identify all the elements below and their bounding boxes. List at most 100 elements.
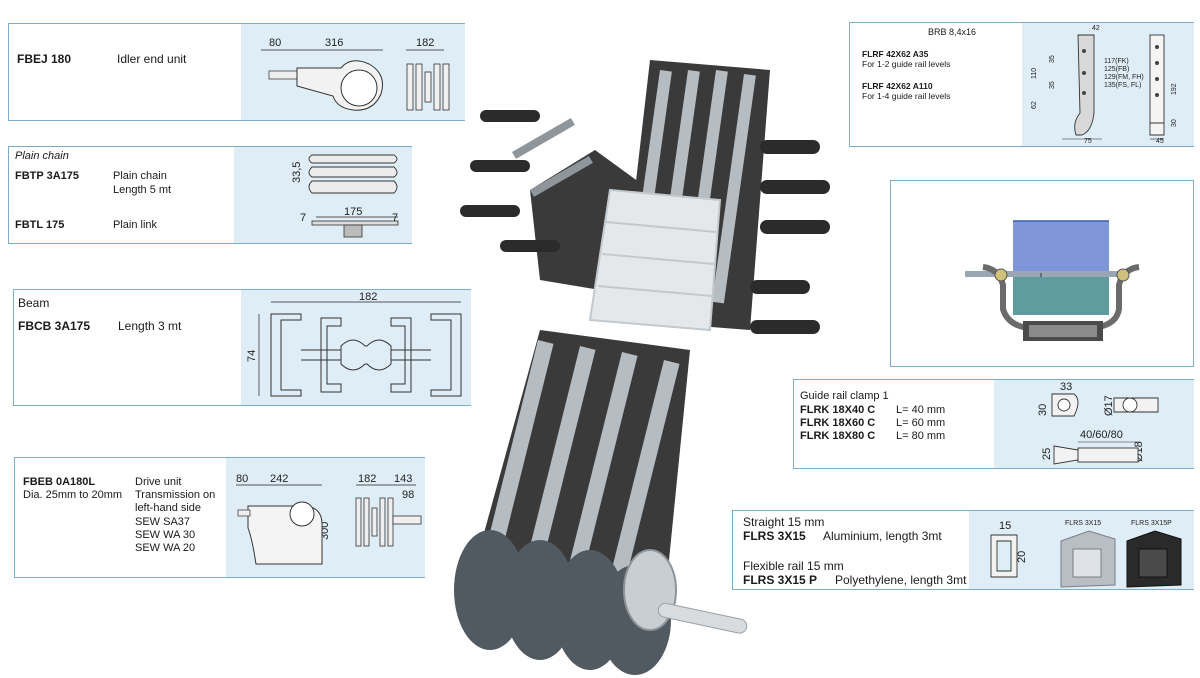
clamp-dim-25: 25 xyxy=(1041,448,1053,460)
idler-dim-2: 316 xyxy=(325,37,343,49)
rail-code-1: FLRS 3X15 xyxy=(743,529,806,543)
bracket-drawing-area: 42 35 110 35 62 117(FK) 125(FB) 129(FM, … xyxy=(1022,23,1194,146)
bracket-dim-42: 42 xyxy=(1092,25,1100,32)
guide-rail-clamp-card: Guide rail clamp 1 FLRK 18X40 C L= 40 mm… xyxy=(793,379,1194,469)
drive-desc-1: Drive unit xyxy=(135,476,182,488)
bracket-dim-75: 75 xyxy=(1084,138,1092,145)
clamp-drawing-area: 33 30 Ø17 40/60/80 25 Ø18 xyxy=(994,380,1194,468)
drive-desc-3: left-hand side xyxy=(135,502,202,514)
conveyor-assembly-illustration xyxy=(454,60,830,675)
bracket-drawing: 42 35 110 35 62 117(FK) 125(FB) 129(FM, … xyxy=(1031,25,1178,145)
bracket-dim-45: 45 xyxy=(1156,138,1164,145)
clamp-row-2-len: L= 60 mm xyxy=(896,417,946,429)
drive-drawing: 80 242 182 143 98 300 xyxy=(236,473,422,565)
idler-drawing: 80 316 182 xyxy=(261,37,450,111)
bracket-dim-117: 117(FK) xyxy=(1104,58,1129,65)
chain-heading: Plain chain xyxy=(15,150,69,162)
rail-line-1: Straight 15 mm xyxy=(743,515,825,529)
idler-dim-3: 182 xyxy=(416,37,434,49)
beam-heading: Beam xyxy=(18,296,50,310)
chain-dim-1: 33,5 xyxy=(291,162,303,183)
drive-dia: Dia. 25mm to 20mm xyxy=(23,489,123,501)
idler-code: FBEJ 180 xyxy=(17,52,72,66)
drive-desc-5: SEW WA 30 xyxy=(135,529,196,541)
beam-drawing-area: 182 74 xyxy=(241,290,471,405)
rail-desc-2: Polyethylene, length 3mt xyxy=(835,573,967,587)
chain-dim-4: 7 xyxy=(392,212,398,224)
clamp-heading: Guide rail clamp 1 xyxy=(800,390,889,402)
drive-unit-card: FBEB 0A180L Dia. 25mm to 20mm Drive unit… xyxy=(14,457,425,578)
rail-dim-20: 20 xyxy=(1016,551,1028,563)
rail-code-2: FLRS 3X15 P xyxy=(743,573,818,587)
bracket-dim-30: 30 xyxy=(1171,119,1178,127)
bracket-dim-129: 129(FM, FH) xyxy=(1104,74,1144,81)
clamp-dim-len: 40/60/80 xyxy=(1080,429,1123,441)
rail-drawing-area: 15 20 FLRS 3X15 FLRS 3X15P xyxy=(969,511,1194,589)
chain-code-1: FBTP 3A175 xyxy=(15,170,79,182)
drive-desc-2: Transmission on xyxy=(135,489,216,501)
chain-drawing-area: 33,5 7 175 7 xyxy=(234,147,412,243)
chain-dim-2: 7 xyxy=(300,212,306,224)
clamp-dim-33: 33 xyxy=(1060,381,1072,393)
drive-dim-1: 80 xyxy=(236,473,248,485)
clamp-dim-d17: Ø17 xyxy=(1103,395,1115,416)
rail-line-2: Flexible rail 15 mm xyxy=(743,559,844,573)
beam-dim-1: 182 xyxy=(359,291,377,303)
clamp-dim-30: 30 xyxy=(1037,404,1049,416)
bracket-dim-135: 135(FS, FL) xyxy=(1104,82,1141,89)
clamp-row-3-len: L= 80 mm xyxy=(896,430,946,442)
beam-desc: Length 3 mt xyxy=(118,319,182,333)
drive-desc-6: SEW WA 20 xyxy=(135,542,196,554)
clamp-row-3-code: FLRK 18X80 C xyxy=(800,430,876,442)
chain-code-2: FBTL 175 xyxy=(15,219,65,231)
rail-desc-1: Aluminium, length 3mt xyxy=(823,529,942,543)
bracket-dim-125: 125(FB) xyxy=(1104,66,1129,73)
chain-drawing: 33,5 7 175 7 xyxy=(291,154,399,238)
drive-dim-2: 242 xyxy=(270,473,288,485)
clamp-row-1-len: L= 40 mm xyxy=(896,404,946,416)
bracket-dim-110: 110 xyxy=(1031,68,1038,79)
idler-dim-1: 80 xyxy=(269,37,281,49)
idler-end-unit-card: FBEJ 180 Idler end unit 80 316 182 xyxy=(8,23,465,121)
drive-code: FBEB 0A180L xyxy=(23,476,96,488)
rail-dim-15: 15 xyxy=(999,520,1011,532)
drive-desc-4: SEW SA37 xyxy=(135,516,191,528)
cross-section-card xyxy=(890,180,1194,367)
clamp-row-2-code: FLRK 18X60 C xyxy=(800,417,876,429)
beam-code: FBCB 3A175 xyxy=(18,319,91,333)
clamp-drawing: 33 30 Ø17 40/60/80 25 Ø18 xyxy=(1037,381,1159,465)
bracket-code-2: FLRF 42X62 A110 xyxy=(862,81,933,91)
drive-dim-3: 182 xyxy=(358,473,376,485)
rail-drawing: 15 20 FLRS 3X15 FLRS 3X15P xyxy=(990,520,1182,588)
plain-chain-card: Plain chain FBTP 3A175 Plain chain Lengt… xyxy=(8,146,412,244)
chain-desc-1a: Plain chain xyxy=(113,170,167,182)
beam-drawing: 182 74 xyxy=(246,291,462,397)
chain-desc-2: Plain link xyxy=(113,219,158,231)
clamp-row-1-code: FLRK 18X40 C xyxy=(800,404,876,416)
bracket-dim-62: 62 xyxy=(1031,101,1038,109)
beam-dim-2: 74 xyxy=(246,350,258,362)
rail-label-b: FLRS 3X15P xyxy=(1131,520,1172,527)
chain-plates xyxy=(588,188,722,332)
drive-dim-5: 98 xyxy=(402,489,414,501)
guide-rail-card: Straight 15 mm FLRS 3X15 Aluminium, leng… xyxy=(732,510,1194,590)
cross-section-drawing xyxy=(965,220,1140,341)
bracket-desc-1: For 1-2 guide rail levels xyxy=(862,59,951,69)
drive-drawing-area: 80 242 182 143 98 300 xyxy=(226,458,425,577)
bracket-code-1: FLRF 42X62 A35 xyxy=(862,49,929,59)
beam-card: Beam FBCB 3A175 Length 3 mt 182 74 xyxy=(13,289,471,406)
idler-drawing-area: 80 316 182 xyxy=(241,24,465,120)
bracket-top-label: BRB 8,4x16 xyxy=(928,27,977,37)
bracket-dim-35a: 35 xyxy=(1049,55,1056,63)
drive-shaft xyxy=(623,549,748,634)
chain-desc-1b: Length 5 mt xyxy=(113,184,172,196)
rail-label-a: FLRS 3X15 xyxy=(1065,520,1101,527)
drive-dim-4: 143 xyxy=(394,473,412,485)
chain-dim-3: 175 xyxy=(344,206,362,218)
bracket-desc-2: For 1-4 guide rail levels xyxy=(862,91,951,101)
bracket-dim-35b: 35 xyxy=(1049,81,1056,89)
left-bend-section xyxy=(460,110,650,290)
bracket-card: BRB 8,4x16 FLRF 42X62 A35 For 1-2 guide … xyxy=(849,22,1194,147)
idler-name: Idler end unit xyxy=(117,52,187,66)
bracket-dim-192: 192 xyxy=(1171,83,1178,95)
